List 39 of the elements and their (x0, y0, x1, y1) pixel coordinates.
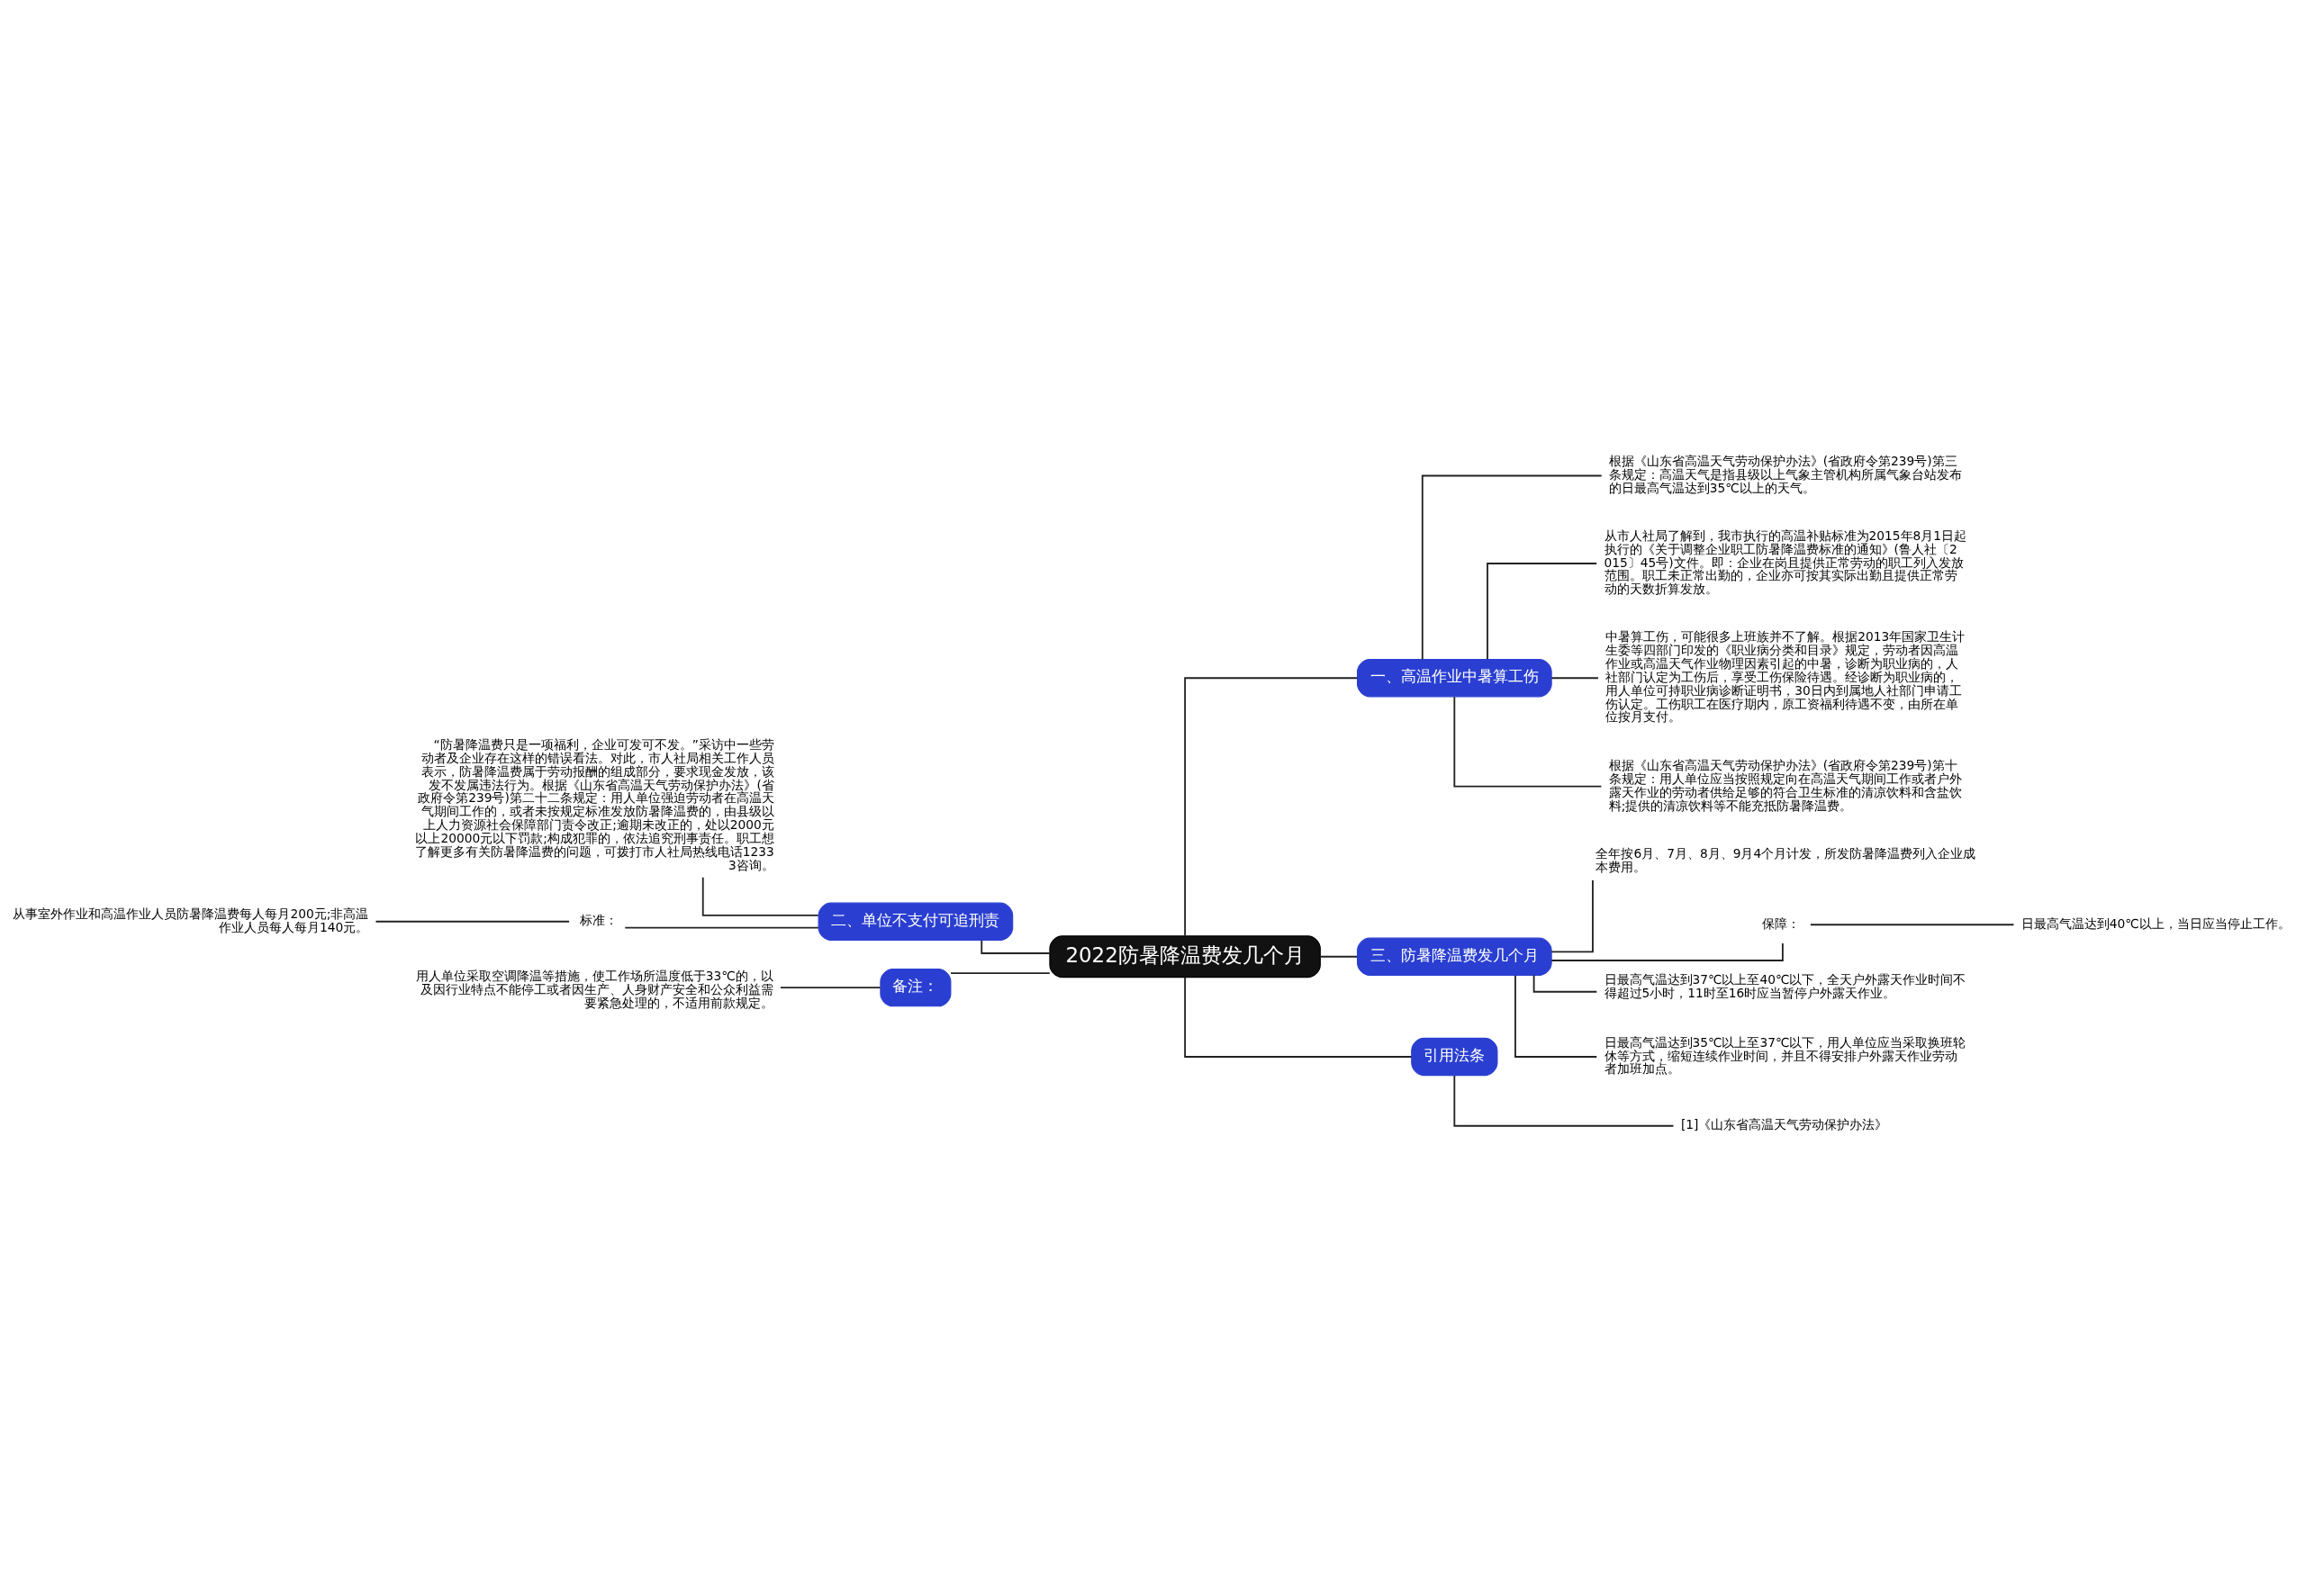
node-box: 引用法条 (1411, 1037, 1498, 1077)
node-text: 日最高气温达到35℃以上至37℃以下，用人单位应当采取换班轮休等方式，缩短连续作业时间，并且不得安排户外露天作业劳动者加班加点。 (1604, 1034, 1966, 1077)
connector (1532, 974, 1598, 993)
connector (1184, 976, 1413, 1058)
node-box: 备注： (880, 968, 952, 1007)
node-box: 三、防暑降温费发几个月 (1357, 937, 1552, 976)
connector (701, 876, 819, 916)
node-text: 保障： (1761, 915, 1800, 931)
connector (1487, 563, 1598, 661)
connector (1550, 942, 1784, 961)
connector (1184, 677, 1359, 937)
node-text: 根据《山东省高温天气劳动保护办法》(省政府令第239号)第三条规定：高温天气是指县级以上气象主管机构所属气象台站发布的日最高气温达到35℃以上的天气。 (1608, 454, 1962, 495)
node-text: [1]《山东省高温天气劳动保护办法》 (1680, 1117, 1888, 1132)
node-text: 中暑算工伤，可能很多上班族并不了解。根据2013年国家卫生计生委等四部门印发的《职业病分类和目录》规定，劳动者因高温作业或高温天气作业物理因素引起的中暑，诊断为职业病的，人社部门认定为工伤后，享受工伤保险待遇。经诊断为职业病的，用人单位可持职业病诊断证明书，30日内到属地人社部门申请工伤认定。工伤职工在医疗期内，原工资福利待遇不变，由所在单位按月支付。 (1605, 629, 1966, 725)
connector (1514, 974, 1598, 1058)
connector (1550, 879, 1594, 953)
node-box: 二、单位不支付可追刑责 (818, 902, 1014, 941)
connector (375, 920, 570, 923)
connector (1550, 677, 1599, 680)
node-text: 日最高气温达到40℃以上，当日应当停止工作。 (2020, 915, 2291, 931)
connector (624, 926, 819, 929)
node-text: 根据《山东省高温天气劳动保护办法》(省政府令第239号)第十条规定：用人单位应当按照规定向在高温天气期间工作或者户外露天作业的劳动者供给足够的符合卫生标准的清凉饮料和含盐饮料;提供的清凉饮料等不能充抵防暑降温费。 (1608, 757, 1962, 813)
connector (950, 972, 1051, 975)
node-text: 全年按6月、7月、8月、9月4个月计发，所发防暑降温费列入企业成本费用。 (1595, 846, 1976, 875)
connector (1421, 474, 1603, 661)
connector (1319, 955, 1359, 958)
node-text: 日最高气温达到37℃以上至40℃以下，全天户外露天作业时间不得超过5小时，11时至16时应当暂停户外露天作业。 (1604, 972, 1966, 1001)
node-text: 从事室外作业和高温作业人员防暑降温费每人每月200元;非高温作业人员每人每月140元。 (13, 906, 369, 934)
node-text: 标准： (580, 913, 619, 928)
node-box: 2022防暑降温费发几个月 (1049, 935, 1321, 978)
connector (1453, 696, 1603, 788)
connector (1453, 1075, 1675, 1127)
node-text: 从市人社局了解到，我市执行的高温补贴标准为2015年8月1日起执行的《关于调整企业职工防暑降温费标准的通知》(鲁人社〔2015〕45号)文件。即：企业在岗且提供正常劳动的职工列入发放范围。职工未正常出勤的，企业亦可按其实际出勤且提供正常劳动的天数折算发放。 (1604, 527, 1967, 597)
connector (981, 939, 1051, 954)
node-box: 一、高温作业中暑算工伤 (1357, 659, 1552, 698)
node-text: “防暑降温费只是一项福利，企业可发可不发。”采访中一些劳动者及企业存在这样的错误看法。对此，市人社局相关工作人员表示，防暑降温费属于劳动报酬的组成部分，要求现金发放，该发不发属违法行为。根据《山东省高温天气劳动保护办法》(省政府令第239号)第二十二条规定：用人单位强迫劳动者在高温天气期间工作的，或者未按规定标准发放防暑降温费的，由县级以上人力资源社会保障部门责令改正;逾期未改正的，处以2000元以上20000元以下罚款;构成犯罪的，依法追究刑事责任。职工想了解更多有关防暑降温费的问题，可拨打市人社局热线电话12333咨询。 (414, 736, 774, 873)
connector (1809, 924, 2015, 926)
connector (780, 987, 881, 989)
node-text: 用人单位采取空调降温等措施，使工作场所温度低于33℃的，以及因行业特点不能停工或者因生产、人身财产安全和公众利益需要紧急处理的，不适用前款规定。 (415, 969, 773, 1011)
